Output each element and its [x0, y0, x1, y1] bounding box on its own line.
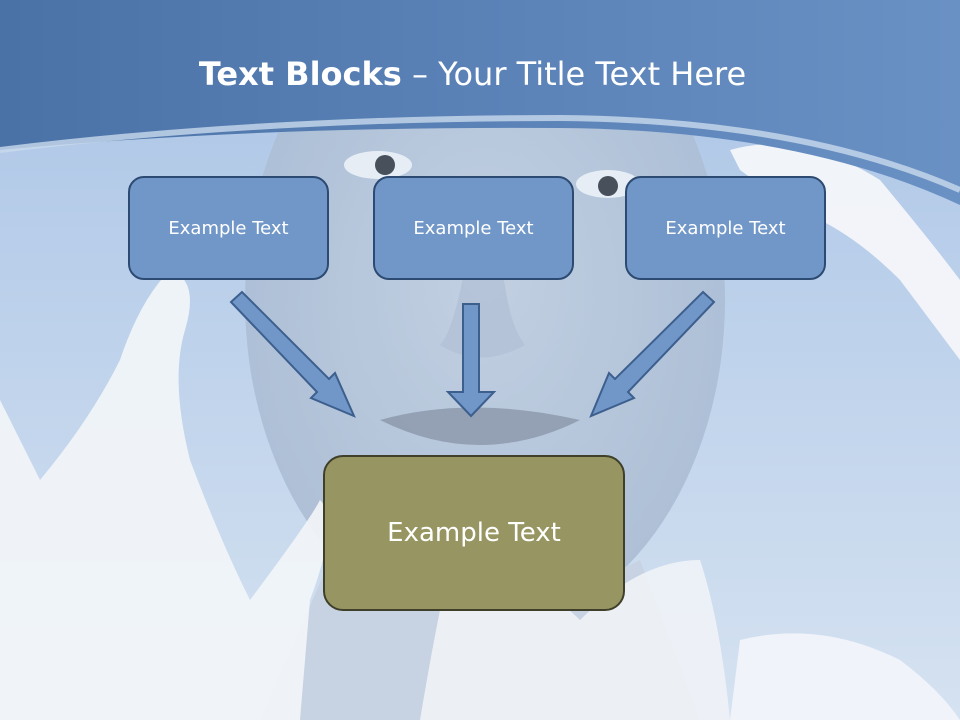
right-glove-side: [730, 633, 960, 720]
text-block-1[interactable]: Example Text: [128, 176, 329, 280]
nose-shape: [440, 240, 525, 358]
header-band: [0, 0, 960, 205]
right-iris: [598, 176, 618, 196]
result-block[interactable]: Example Text: [323, 455, 625, 611]
text-block-3[interactable]: Example Text: [625, 176, 826, 280]
lips-shape: [380, 407, 580, 445]
text-block-2[interactable]: Example Text: [373, 176, 574, 280]
arrow-right-icon: [589, 290, 716, 418]
title-bold-part: Text Blocks: [198, 55, 402, 93]
slide-title: Text Blocks – Your Title Text Here: [0, 52, 945, 96]
arrow-left-icon: [229, 290, 356, 418]
arrow-middle-icon: [445, 303, 497, 418]
result-block-label: Example Text: [387, 518, 561, 548]
text-block-3-label: Example Text: [665, 217, 786, 239]
text-block-1-label: Example Text: [168, 217, 289, 239]
left-glove: [0, 270, 328, 720]
text-block-2-label: Example Text: [413, 217, 534, 239]
left-iris: [375, 155, 395, 175]
header-swoosh: [0, 114, 960, 193]
title-rest: Your Title Text Here: [438, 55, 747, 93]
title-dash: –: [401, 55, 439, 93]
